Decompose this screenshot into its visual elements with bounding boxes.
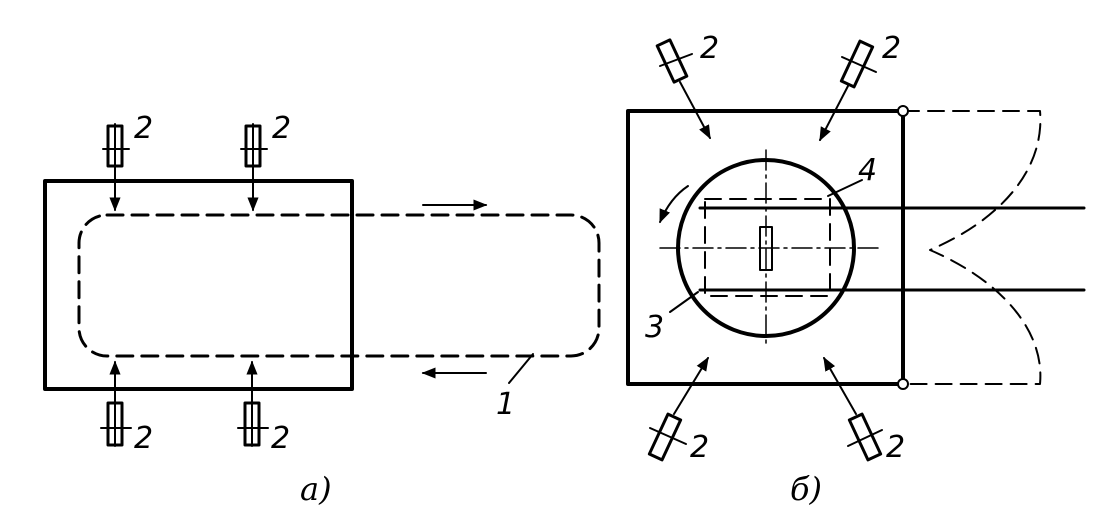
label-sensor: 2 [882, 31, 901, 66]
label-sensor: 2 [272, 111, 291, 146]
sensor-b-top-right: 2 [819, 31, 901, 142]
label-sensor: 2 [134, 111, 153, 146]
hinge-top [897, 105, 909, 117]
label-sensor: 2 [134, 421, 153, 456]
center-element [759, 226, 773, 271]
sensor-a-bottom-right: 2 [237, 360, 290, 456]
label-sensor: 2 [690, 430, 709, 465]
label-sensor: 2 [886, 430, 905, 465]
sensor-b-bottom-right: 2 [823, 356, 905, 465]
leader-line-4 [827, 179, 863, 197]
label-path-1: 1 [496, 387, 515, 422]
chamber-outline-a [43, 179, 354, 391]
workpiece-dashed [704, 198, 831, 297]
sensor-b-bottom-left: 2 [647, 356, 709, 465]
label-sensor: 2 [271, 421, 290, 456]
label-sensor: 2 [700, 31, 719, 66]
sensor-a-top-left: 2 [102, 111, 153, 212]
leader-line-3 [669, 291, 699, 313]
chamber-outline-b [626, 109, 905, 386]
caption-a: а) [300, 470, 332, 508]
door-swing-dashed [902, 110, 1042, 385]
rotation-arrow [659, 185, 689, 224]
label-workpiece-4: 4 [858, 153, 877, 188]
label-rotor-3: 3 [645, 310, 664, 345]
hinge-bottom [897, 378, 909, 390]
leader-line-1 [508, 353, 534, 384]
diagram-b: 4 3 2 2 2 [626, 31, 1086, 508]
sensor-a-bottom-left: 2 [100, 360, 153, 456]
diagram-a: 1 2 2 2 2 а) [43, 111, 601, 508]
conveyor-loop-dashed [77, 213, 601, 358]
caption-b: б) [790, 470, 822, 508]
sensor-b-top-left: 2 [655, 31, 719, 140]
sensor-a-top-right: 2 [240, 111, 291, 212]
